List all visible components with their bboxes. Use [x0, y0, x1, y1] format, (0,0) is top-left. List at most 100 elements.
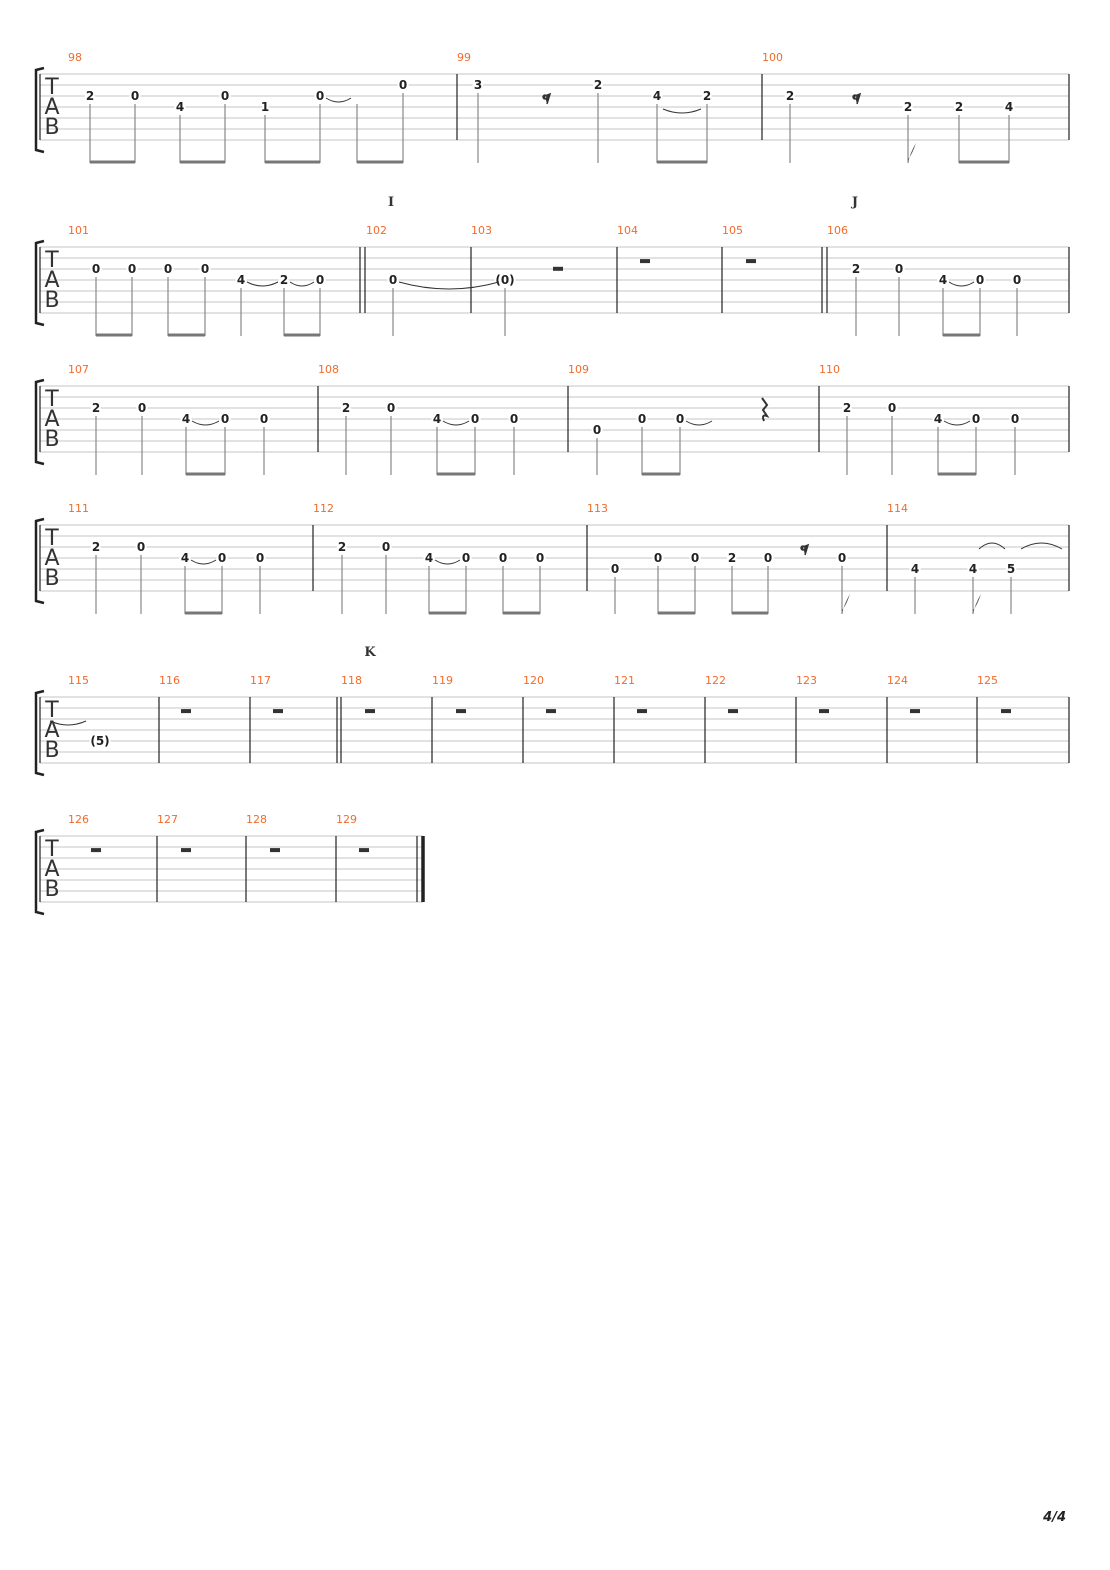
measure: 127	[157, 813, 191, 853]
tab-clef-letter: T	[44, 698, 59, 723]
note-flag-icon	[973, 594, 981, 614]
fret-number: 2	[86, 89, 94, 103]
page-number: 4/4	[1043, 1510, 1066, 1525]
measure-number: 123	[796, 674, 817, 687]
fret-number: 0	[389, 273, 397, 287]
tab-clef-letter: A	[44, 546, 59, 571]
fret-number: 0	[654, 551, 662, 565]
measure-number: 114	[887, 502, 908, 515]
fret-number: 4	[237, 273, 245, 287]
measure-number: 107	[68, 363, 89, 376]
tie-slur	[190, 559, 217, 565]
whole-rest-icon	[273, 709, 283, 714]
tab-clef-letter: B	[44, 427, 59, 452]
measure-number: 104	[617, 224, 638, 237]
whole-rest-icon	[365, 709, 375, 714]
fret-number: 0	[471, 412, 479, 426]
measure-number: 119	[432, 674, 453, 687]
fret-number: 0	[462, 551, 470, 565]
half-rest-icon	[553, 266, 563, 271]
fret-number: 4	[433, 412, 441, 426]
fret-number: 0	[399, 78, 407, 92]
tab-clef-letter: A	[44, 268, 59, 293]
measure-number: 103	[471, 224, 492, 237]
fret-number: 2	[703, 89, 711, 103]
fret-number: 0	[221, 412, 229, 426]
measure-number: 112	[313, 502, 334, 515]
fret-number: 4	[911, 562, 919, 576]
whole-rest-icon	[91, 848, 101, 853]
fret-number: 2	[594, 78, 602, 92]
fret-number: 0	[676, 412, 684, 426]
measure-number: 124	[887, 674, 908, 687]
system-bracket	[34, 378, 45, 466]
fret-number: 0	[92, 262, 100, 276]
tab-clef-letter: A	[44, 95, 59, 120]
measure-number: 129	[336, 813, 357, 826]
fret-number: 0	[138, 401, 146, 415]
whole-rest-icon	[1001, 709, 1011, 714]
measure: 115(5)	[68, 674, 112, 750]
fret-number: 0	[1013, 273, 1021, 287]
measure: 104	[617, 224, 650, 264]
tie-slur	[49, 720, 87, 726]
measure: 124	[887, 674, 920, 714]
measure: 116	[159, 674, 191, 714]
measure-number: 99	[457, 51, 471, 64]
system-bracket	[34, 517, 45, 605]
fret-number: 2	[342, 401, 350, 415]
fret-number: 0	[536, 551, 544, 565]
fret-number: 0	[593, 423, 601, 437]
tie-slur	[948, 281, 975, 287]
fret-number: 0	[201, 262, 209, 276]
measure-number: 120	[523, 674, 544, 687]
section-marker: I	[388, 195, 394, 210]
fret-number: 2	[786, 89, 794, 103]
whole-rest-icon	[181, 848, 191, 853]
whole-rest-icon	[546, 709, 556, 714]
whole-rest-icon	[456, 709, 466, 714]
fret-number: 0	[260, 412, 268, 426]
fret-number: 4	[934, 412, 942, 426]
measure-number: 122	[705, 674, 726, 687]
fret-number: 4	[969, 562, 977, 576]
fret-number: 2	[843, 401, 851, 415]
measure: 103(0)	[471, 224, 563, 336]
tab-clef-letter: A	[44, 718, 59, 743]
tie-slur	[434, 559, 461, 565]
tab-clef-letter: B	[44, 566, 59, 591]
eighth-rest-icon	[542, 92, 552, 105]
tab-clef-letter: T	[44, 387, 59, 412]
note-flag-icon	[908, 143, 916, 163]
fret-number: 4	[653, 89, 661, 103]
fret-number: 0	[838, 551, 846, 565]
whole-rest-icon	[910, 709, 920, 714]
whole-rest-icon	[746, 259, 756, 264]
measure-number: 116	[159, 674, 180, 687]
eighth-rest-icon	[852, 92, 862, 105]
whole-rest-icon	[270, 848, 280, 853]
fret-number: 2	[338, 540, 346, 554]
tie-slur	[943, 420, 971, 426]
measure-number: 126	[68, 813, 89, 826]
fret-number: 0	[221, 89, 229, 103]
tab-clef-letter: B	[44, 738, 59, 763]
tie-slur	[662, 108, 702, 114]
fret-number: 0	[976, 273, 984, 287]
fret-number: 0	[638, 412, 646, 426]
tab-clef-letter: T	[44, 526, 59, 551]
tie-slur	[246, 281, 279, 287]
measure: 121	[614, 674, 647, 714]
tie-slur	[289, 281, 315, 287]
measure-number: 118	[341, 674, 362, 687]
fret-number: 0	[164, 262, 172, 276]
measure: 117	[250, 674, 283, 714]
